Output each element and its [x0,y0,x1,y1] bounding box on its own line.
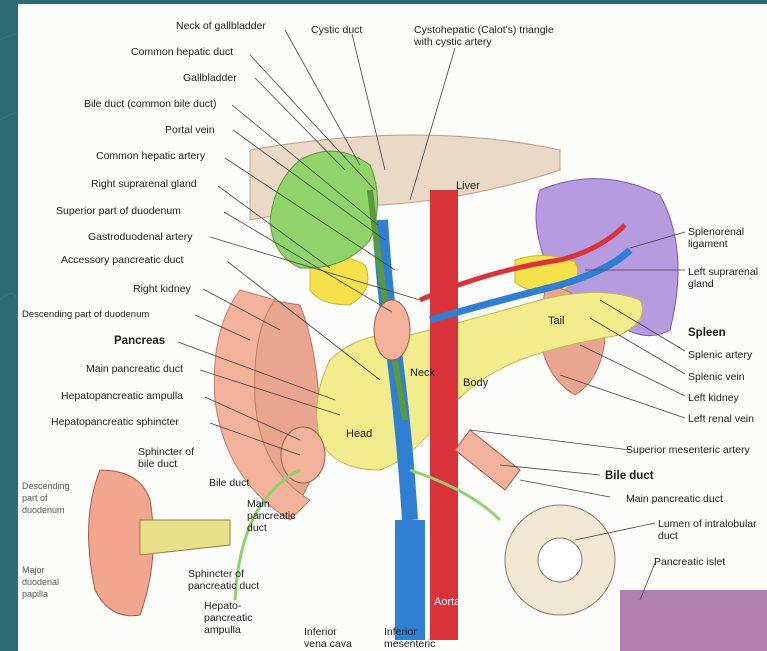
label-tail: Tail [548,315,565,327]
duct-tube [455,430,520,490]
label-neck-of-gallbladder: Neck of gallbladder [176,20,266,32]
label-right-suprarenal-gland: Right suprarenal gland [91,178,197,190]
label-splenic-artery: Splenic artery [688,349,752,361]
label-neck: Neck [410,367,435,379]
label-calots-triangle: Cystohepatic (Calot's) triangle with cys… [414,24,559,48]
label-left-renal-vein: Left renal vein [688,413,754,425]
label-hepatopancreatic-sphincter: Hepatopancreatic sphincter [51,416,179,428]
label-splenic-vein: Splenic vein [688,371,745,383]
label-descending-part-duodenum: Descending part of duodenum [22,309,149,321]
duodenum-cut [374,300,410,360]
label-gastroduodenal-artery: Gastroduodenal artery [88,231,192,243]
label-common-hepatic-duct: Common hepatic duct [131,46,233,58]
label-gallbladder: Gallbladder [183,72,237,84]
histology-inset [620,590,767,651]
label-hepatopancreatic-ampulla: Hepatopancreatic ampulla [61,390,183,402]
ivc-shape [395,520,425,640]
label-accessory-pancreatic-duct: Accessory pancreatic duct [61,254,184,266]
label-spleen: Spleen [688,327,726,339]
label-common-hepatic-artery: Common hepatic artery [96,150,205,162]
label-splenorenal-ligament: Splenorenal ligament [688,226,758,250]
label-sphincter-of-pancreatic-duct: Sphincter of pancreatic duct [188,568,288,592]
label-main-pancreatic-duct-right: Main pancreatic duct [626,493,723,505]
label-descending-part-inset: Descending part of duodenum [22,480,84,516]
label-main-pancreatic-duct: Main pancreatic duct [86,363,183,375]
label-bile-duct-common: Bile duct (common bile duct) [84,98,216,110]
aorta-shape [430,190,458,640]
label-pancreas: Pancreas [114,335,165,347]
label-left-suprarenal-gland: Left suprarenal gland [688,266,767,290]
label-body: Body [463,377,488,389]
label-main-pancreatic-duct-inset: Main pancreatic duct [247,498,303,534]
label-inferior-mesenteric: Inferior mesenteric [384,626,444,650]
label-superior-part-duodenum: Superior part of duodenum [56,205,181,217]
label-sphincter-of-bile-duct: Sphincter of bile duct [138,446,208,470]
label-superior-mesenteric-artery: Superior mesenteric artery [626,444,750,456]
label-bile-duct-inset: Bile duct [209,477,249,489]
label-left-kidney: Left kidney [688,392,739,404]
label-liver: Liver [456,180,480,192]
label-cystic-duct: Cystic duct [311,24,362,36]
label-hepatopancreatic-ampulla-inset: Hepato-pancreatic ampulla [204,600,262,636]
inset-ampulla [140,520,230,555]
label-head: Head [346,428,372,440]
label-lumen-intralobular-duct: Lumen of intralobular duct [658,518,767,542]
label-bile-duct-right: Bile duct [605,470,654,482]
label-pancreatic-islet: Pancreatic islet [654,556,725,568]
label-right-kidney: Right kidney [133,283,191,295]
label-aorta: Aorta [434,596,460,608]
label-portal-vein: Portal vein [165,124,215,136]
label-major-duodenal-papilla: Major duodenal papilla [22,564,70,600]
label-inferior-vena-cava: Inferior vena cava [304,626,359,650]
